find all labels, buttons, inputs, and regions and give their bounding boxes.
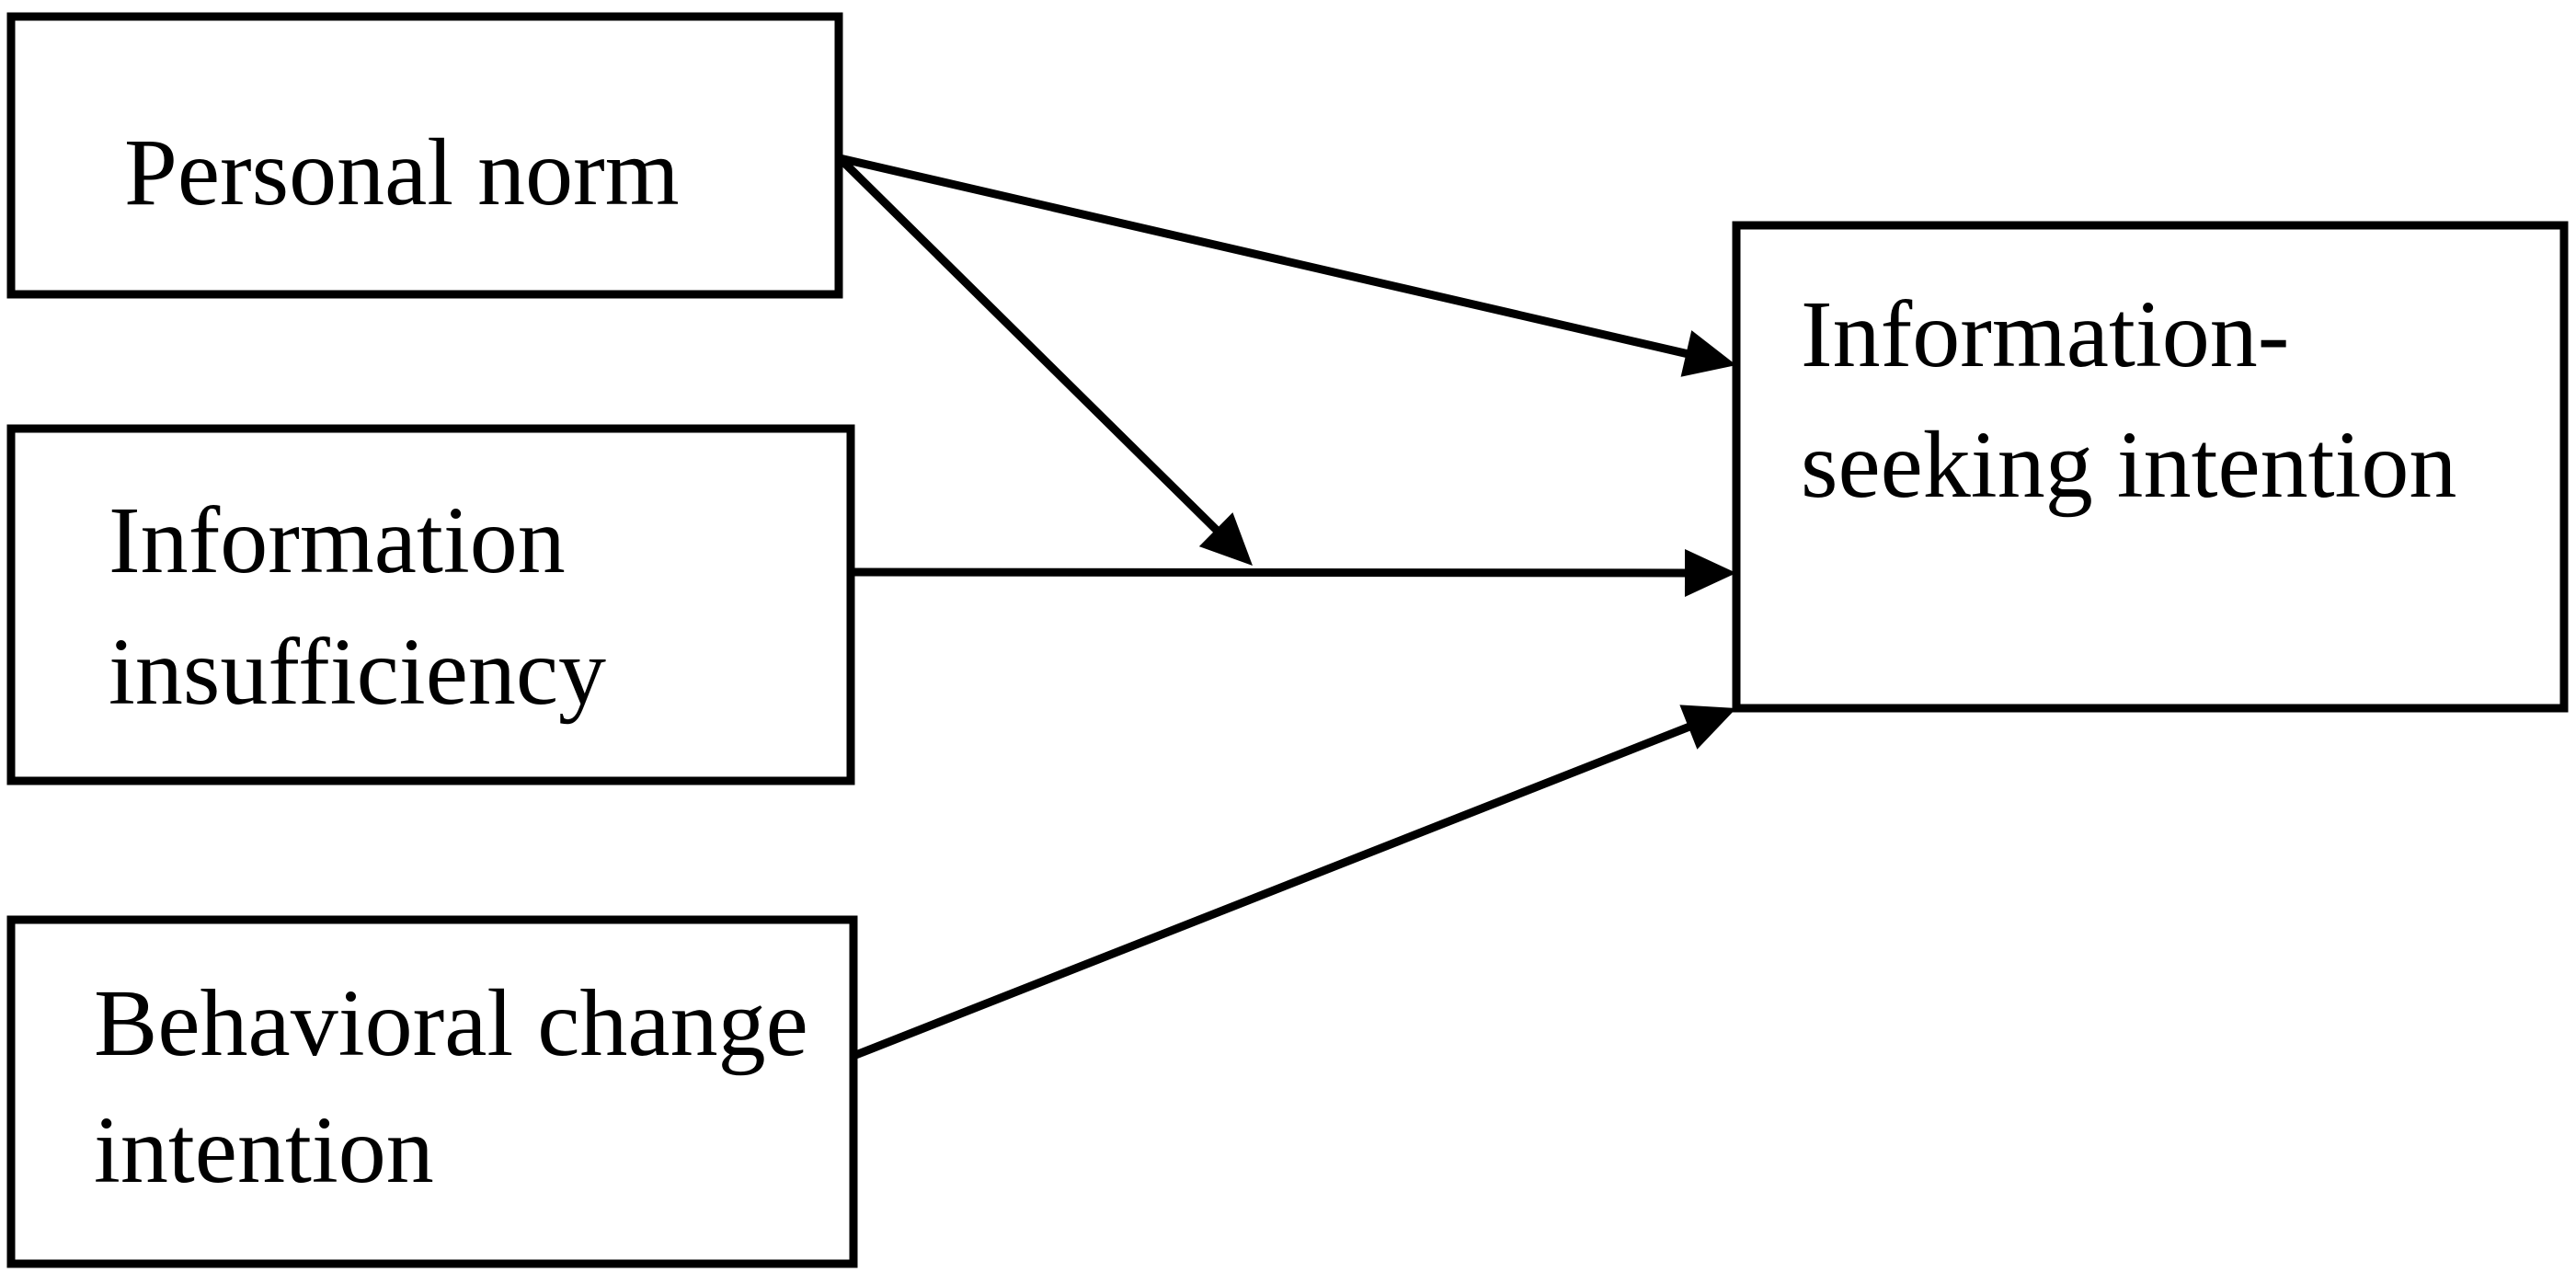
node-label-information-insufficiency-line-1: Information — [109, 487, 566, 593]
node-box-information-insufficiency — [6, 424, 855, 785]
node-information-seeking-intention: Information-seeking intention — [1732, 221, 2569, 713]
arrow-personal-norm-to-information-seeking-intention — [838, 154, 1736, 377]
node-label-personal-norm-line-1: Personal norm — [124, 120, 680, 225]
arrow-head-personal-norm-to-information-seeking-intention — [1680, 330, 1736, 377]
node-box-personal-norm — [6, 12, 843, 299]
arrow-head-information-insufficiency-to-information-seeking-intention — [1684, 548, 1736, 597]
node-label-information-seeking-intention-line-2: seeking intention — [1801, 412, 2456, 518]
node-information-insufficiency: Information insufficiency — [6, 424, 855, 785]
arrow-shaft-personal-norm-to-insufficiency-arrow-junction — [836, 155, 1222, 535]
node-personal-norm: Personal norm — [6, 12, 843, 299]
arrow-behavioral-change-intention-to-information-seeking-intention — [852, 705, 1736, 1060]
arrow-head-personal-norm-to-insufficiency-arrow-junction — [1198, 512, 1253, 566]
arrow-shaft-information-insufficiency-to-information-seeking-intention — [850, 567, 1689, 578]
arrow-head-behavioral-change-intention-to-information-seeking-intention — [1679, 705, 1736, 750]
node-box-behavioral-change-intention — [6, 915, 858, 1268]
node-label-behavioral-change-intention-line-2: intention — [94, 1097, 434, 1203]
node-behavioral-change-intention: Behavioral change intention — [6, 915, 858, 1268]
node-box-information-seeking-intention — [1732, 221, 2569, 713]
node-label-information-insufficiency-line-2: insufficiency — [109, 619, 606, 725]
node-label-information-seeking-intention-line-1: Information- — [1801, 281, 2289, 387]
arrow-information-insufficiency-to-information-seeking-intention — [850, 548, 1736, 597]
arrow-shaft-personal-norm-to-information-seeking-intention — [838, 154, 1691, 359]
node-label-behavioral-change-intention-line-1: Behavioral change — [94, 970, 808, 1076]
arrow-shaft-behavioral-change-intention-to-information-seeking-intention — [852, 721, 1694, 1060]
arrow-personal-norm-to-insufficiency-arrow-junction — [836, 155, 1253, 566]
